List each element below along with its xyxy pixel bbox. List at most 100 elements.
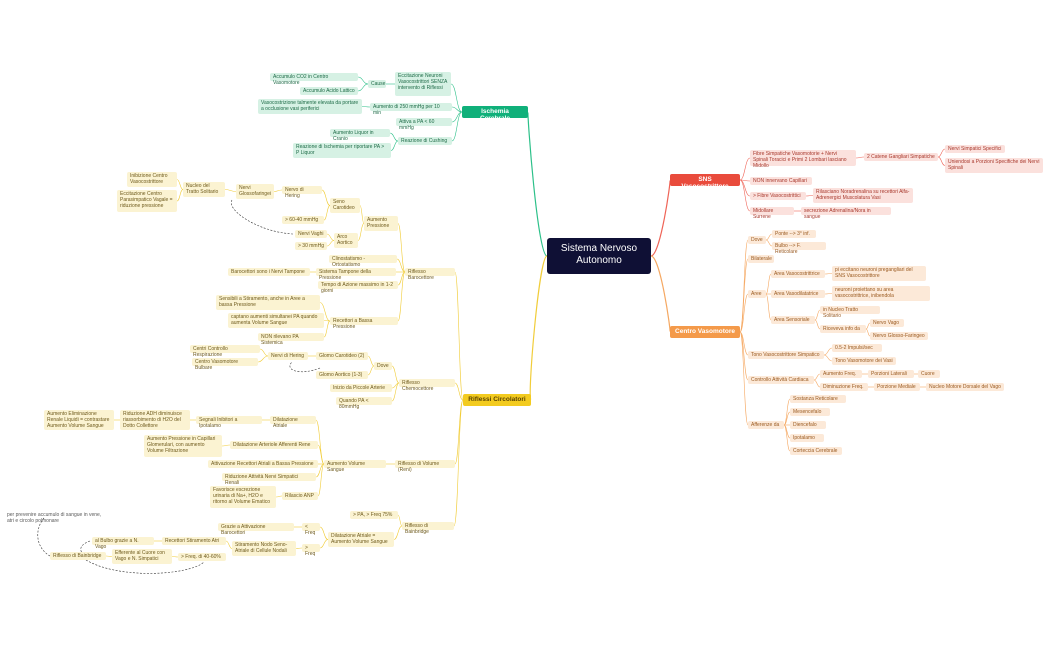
node-rb5[interactable]: Nucleo del Tratto Solitario [183,182,225,197]
node-ic5[interactable]: Aumento di 250 mmHg per 10 min [370,103,452,116]
node-bn7[interactable]: Recettori Stiramento Atri [162,537,226,545]
node-ch3[interactable]: Nervi di Hering [268,352,308,360]
node-ch6[interactable]: Glomo Aortico (1-3) [316,371,368,379]
node-ch2[interactable]: Glomo Carotideo (2) [316,352,368,360]
node-cv12[interactable]: Riceveva info da [820,325,866,333]
central-topic[interactable]: Sistema Nervoso Autonomo [547,238,651,274]
node-cv4[interactable]: Bilaterale [748,255,774,263]
node-rb2[interactable]: Seno Carotideo [330,198,360,213]
node-cv[interactable]: Centro Vasomotore [670,326,740,338]
node-ic1[interactable]: Eccitazione Neuroni Vasocostrittori SENZ… [395,72,451,96]
node-cv5[interactable]: Aree [748,290,766,298]
node-cv27[interactable]: Mesencefalo [790,408,830,416]
node-cv22[interactable]: Diminuzione Freq. [820,383,868,391]
node-cv6[interactable]: Area Vasocostrittrice [771,270,825,278]
node-rb17[interactable]: Sensibili a Stiramento, anche in Aree a … [216,295,320,310]
node-vo5[interactable]: Aumento Eliminazione Renale Liquidi = co… [44,410,114,430]
node-sv1[interactable]: Fibre Simpatiche Vasomotorie + Nervi Spi… [750,150,856,169]
node-rb8[interactable]: > 60-40 mmHg [282,216,324,224]
node-rb4[interactable]: Nervi Glossofaringei [236,184,274,199]
node-bn2[interactable]: Dilatazione Atriale = Aumento Volume San… [328,532,394,547]
node-cv14[interactable]: Nervo Glosso-Faringeo [870,332,928,340]
node-cv19[interactable]: Aumento Freq. [820,370,862,378]
node-sv3[interactable]: Nervi Simpatici Specifici [945,145,1005,153]
node-vo7[interactable]: Aumento Pressione in Capillari Glomerula… [144,435,222,457]
node-cv23[interactable]: Porzione Mediale [874,383,920,391]
node-cv24[interactable]: Nucleo Motore Dorsale del Vago [926,383,1004,391]
node-rb10[interactable]: Nervi Vaghi [295,230,327,238]
node-ch8[interactable]: Quando PA < 80mmHg [336,397,392,410]
node-bn10[interactable]: Efferente al Cuore con Vago e N. Simpati… [112,549,172,564]
node-cv7[interactable]: pi eccitano neuroni pregangliari del SNS… [832,266,926,281]
node-sv2[interactable]: 2 Catene Gangliari Simpatiche [864,153,938,161]
node-ic3[interactable]: Accumulo CO2 in Centro Vasomotore [270,73,358,86]
node-ch4[interactable]: Centri Controllo Respirazione [190,345,260,358]
node-rb19[interactable]: NON rilevano PA Sistemica [258,333,324,346]
node-bn11[interactable]: > Freq. di 40-60% [178,553,226,561]
node-cv9[interactable]: neuroni proiettano su area vasocostrittr… [832,286,930,301]
node-cv28[interactable]: Diencefalo [790,421,826,429]
node-ch1[interactable]: Dove [374,362,392,370]
node-cv29[interactable]: Ipotalamo [790,434,824,442]
node-bn3[interactable]: < Freq [302,523,320,536]
node-bn12[interactable]: per prevenire accumulo di sangue in vene… [7,512,102,524]
node-sv7[interactable]: Rilasciano Noradrenalina su recettori Al… [813,188,913,203]
node-ic6[interactable]: Vasocostrizione talmente elevata da port… [258,99,362,114]
node-vo1[interactable]: Aumento Volume Sangue [324,460,386,473]
node-rb1[interactable]: Aumento Pressione [364,216,398,231]
node-cv25[interactable]: Afferenze da [748,421,784,429]
node-bn5[interactable]: > Freq [302,544,320,557]
node-sv[interactable]: SNS Vasocostrittore [670,174,740,190]
node-rc[interactable]: Riflessi Circolatori [463,394,531,406]
node-rb6[interactable]: Inibizione Centro Vasocostrittore [127,172,177,187]
node-sv4[interactable]: Uniendosi a Porzioni Specifiche dei Nerv… [945,158,1043,173]
node-bn6[interactable]: Stiramento Nodo Seno-Atriale di Cellule … [232,541,296,556]
node-sv8[interactable]: Midollare Surrene [750,207,794,220]
node-vo6[interactable]: Dilatazione Arteriole Afferenti Rene [230,441,318,449]
node-rb18[interactable]: captano aumenti simultanei PA quando aum… [228,313,324,328]
node-rb3[interactable]: Nervo di Hering [282,186,322,199]
node-vo10[interactable]: Rilascio ANP [282,492,318,500]
node-ic9[interactable]: Aumento Liquor in Cranio [330,129,390,142]
node-rb7[interactable]: Eccitazione Centro Parasimpatico Vagale … [117,190,177,212]
node-vo11[interactable]: Favorisce escrezione urinaria di Na+, H2… [210,486,276,508]
node-ic2[interactable]: Cause [368,80,386,88]
node-ch5[interactable]: Centro Vasomotore Bulbare [192,358,258,371]
node-rb9[interactable]: Arco Aortico [334,233,358,248]
node-ch7[interactable]: Inizio da Piccole Arterie [330,384,392,392]
node-cv8[interactable]: Area Vasodilatatrice [771,290,825,298]
node-bn4[interactable]: Grazie a Attivazione Barocettori [218,523,294,536]
node-bn[interactable]: Riflesso di Bainbridge [402,522,454,535]
node-sv5[interactable]: NON innervano Capillari [750,177,812,185]
node-ic10[interactable]: Reazione di Ischemia per riportare PA > … [293,143,391,158]
node-cv10[interactable]: Area Sensoriale [771,316,815,324]
node-ic7[interactable]: Attiva a PA < 60 mmHg [396,118,452,131]
node-bn8[interactable]: al Bulbo grazie a N. Vago [92,537,154,550]
node-rb12[interactable]: Clinostatismo - Ortostatismo [329,255,397,268]
node-cv18[interactable]: Controllo Attività Cardiaca [748,376,814,384]
node-vo8[interactable]: Attivazione Recettori Atriali a Bassa Pr… [208,460,318,468]
node-rb11[interactable]: > 30 mmHg [295,242,327,250]
node-vo9[interactable]: Riduzione Attività Nervi Simpatici Renal… [222,473,316,486]
node-cv11[interactable]: in Nucleo Tratto Solitario [820,306,880,319]
node-cv20[interactable]: Porzioni Laterali [868,370,914,378]
node-cv30[interactable]: Corteccia Cerebrale [790,447,842,455]
node-ic4[interactable]: Accumulo Acido Lattico [300,87,358,95]
node-vo2[interactable]: Dilatazione Atriale [270,416,316,429]
node-bn1[interactable]: > PA, > Freq 75% [350,511,398,519]
node-rb13[interactable]: Sistema Tampone della Pressione [316,268,396,281]
node-ic8[interactable]: Reazione di Cushing [398,137,452,145]
node-vo4[interactable]: Riduzione ADH diminuisce riassorbimento … [120,410,190,430]
node-rb16[interactable]: Recettori a Bassa Pressione [330,317,398,330]
node-cv21[interactable]: Cuore [918,370,940,378]
node-vo3[interactable]: Segnali Inibitori a Ipotalamo [196,416,262,429]
node-cv1[interactable]: Dove [748,236,766,244]
node-bn9[interactable]: Riflesso di Bainbridge [50,552,106,560]
node-sv9[interactable]: secrezione Adrenalina/Nora in sangue [801,207,891,220]
node-cv15[interactable]: Tono Vasocostrittore Simpatico [748,351,824,359]
node-rb15[interactable]: Tempo di Azione massimo in 1-2 giorni [318,281,398,294]
node-sv6[interactable]: > Fibre Vasocostrittici [750,192,806,200]
node-cv3[interactable]: Bulbo --> F. Reticolare [772,242,826,255]
node-vo[interactable]: Riflesso di Volume (Reni) [395,460,455,473]
node-ic[interactable]: Ischemia Cerebrale [462,106,528,122]
